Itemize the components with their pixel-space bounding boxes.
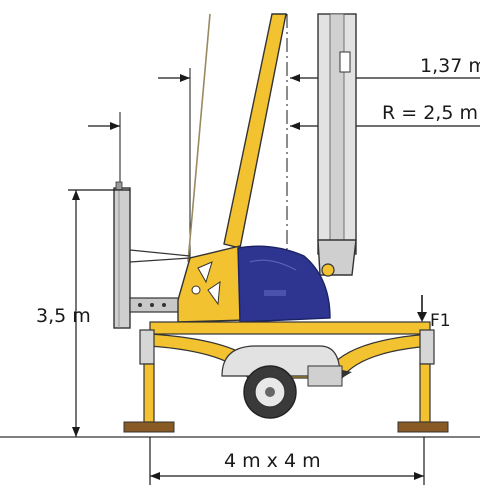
footprint-label: 4 m x 4 m [224,450,321,472]
footprint-dimension [149,437,425,485]
outrigger-right [397,329,449,433]
yellow-arm [223,13,287,249]
outrigger-left [123,329,175,433]
wheel [221,345,352,419]
telescopic-boom [317,13,357,277]
height-dimension [68,189,130,437]
boom-cable [187,13,211,263]
radius-label: R = 2,5 m [382,102,478,124]
offset-label: 1,37 m [420,55,480,77]
force-arrow [417,295,427,322]
engine-housing [237,245,331,323]
force-label: F1 [430,311,451,331]
work-platform [113,181,191,329]
turret [177,245,249,323]
height-label: 3,5 m [36,305,91,327]
